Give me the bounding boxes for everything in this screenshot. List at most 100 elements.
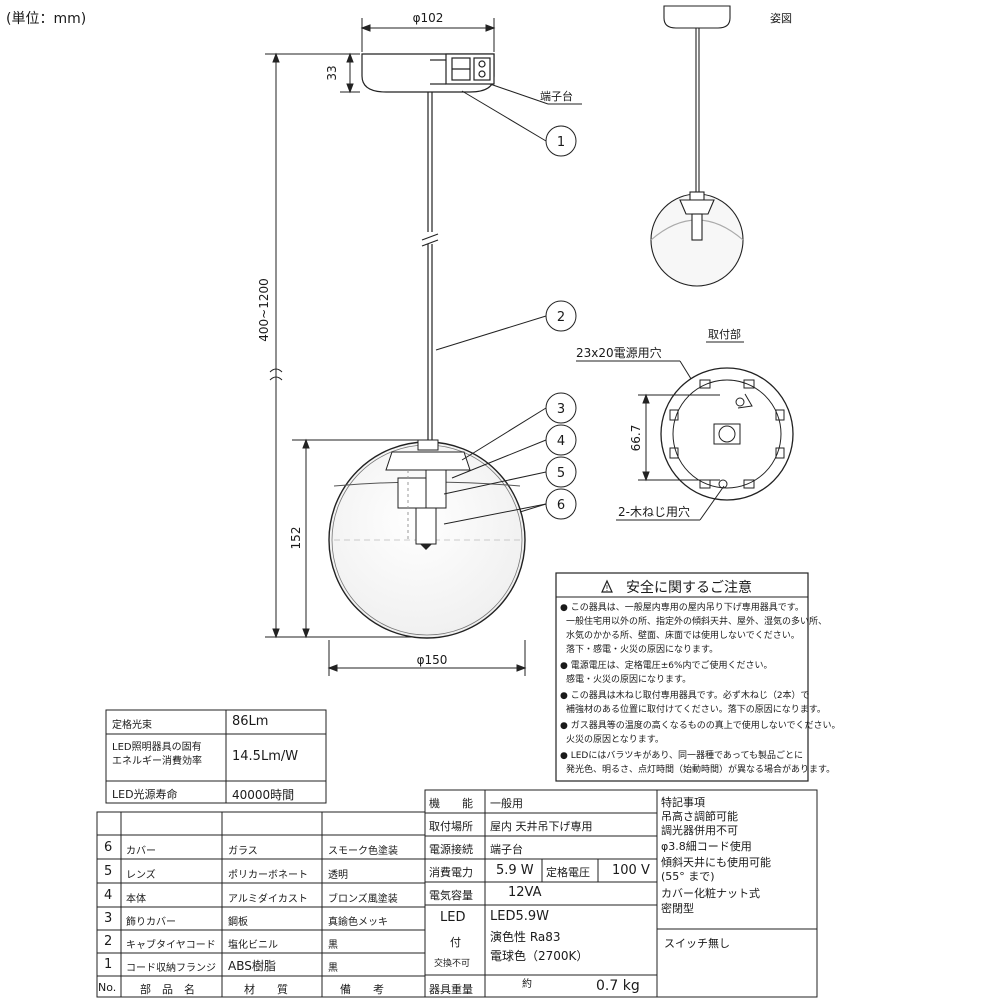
spec-led-color: 電球色（2700K） xyxy=(490,949,589,963)
parts-header-name: 部 品 名 xyxy=(140,983,195,996)
parts-row-no: 3 xyxy=(104,911,113,926)
mount-dim-label: 66.7 xyxy=(629,425,643,452)
parts-row-no: 6 xyxy=(104,840,113,855)
safety-line: 落下・感電・火災の原因になります。 xyxy=(566,645,719,655)
dim-shade-height-label: 152 xyxy=(289,527,303,550)
mount-view-title: 取付部 xyxy=(708,327,741,341)
parts-row-remarks: 黒 xyxy=(328,963,338,974)
spec-place-label: 取付場所 xyxy=(429,820,473,833)
safety-line: 一般住宅用以外の所、指定外の傾斜天井、屋外、湿気の多い所、 xyxy=(566,617,828,627)
special-note-line: 吊高さ調節可能 xyxy=(661,810,738,823)
parts-row-name: 飾りカバー xyxy=(126,917,176,928)
spec-led-cri: 演色性 Ra83 xyxy=(490,930,561,944)
safety-line: ● LEDにはバラツキがあり、同一器種であっても製品ごとに xyxy=(560,751,803,761)
spec-voltage-value: 100 V xyxy=(612,863,650,878)
spec-function-label: 機 能 xyxy=(429,797,473,810)
spec-weight-prefix: 約 xyxy=(522,979,532,990)
spec-weight-value: 0.7 kg xyxy=(596,978,640,994)
special-note-line: φ3.8細コード使用 xyxy=(661,840,752,853)
spec-led-sub2: 交換不可 xyxy=(434,959,471,969)
parts-row-remarks: 透明 xyxy=(328,870,348,881)
side-view-title: 姿図 xyxy=(770,12,792,25)
terminal-leader xyxy=(489,83,582,105)
safety-box xyxy=(555,572,809,782)
parts-header-remarks: 備 考 xyxy=(340,983,384,996)
dim-top-width xyxy=(360,18,496,52)
spec-capacity-label: 電気容量 xyxy=(429,889,473,902)
safety-line: 水気のかかる所、壁面、床面では使用しないでください。 xyxy=(566,631,800,641)
callout-2: 2 xyxy=(557,310,565,325)
perf-table-frame xyxy=(105,709,327,804)
spec-table-frame xyxy=(424,789,818,998)
parts-row-name: コード収納フランジ xyxy=(126,963,216,974)
safety-line: 補強材のある位置に取付けてください。落下の原因になります。 xyxy=(566,705,826,715)
dim-cord-length xyxy=(265,52,420,639)
dim-top-width-label: φ102 xyxy=(413,11,444,25)
special-note-line: カバー化粧ナット式 xyxy=(661,887,760,900)
parts-row-no: 5 xyxy=(104,864,113,879)
parts-row-material: 塩化ビニル xyxy=(228,940,278,951)
dim-shade-width xyxy=(327,640,527,676)
dim-canopy-height xyxy=(340,52,360,94)
special-note-line: 調光器併用不可 xyxy=(661,824,738,837)
parts-row-no: 4 xyxy=(104,888,113,903)
parts-row-remarks: ブロンズ風塗装 xyxy=(328,894,398,905)
perf-value: 86Lm xyxy=(232,714,269,729)
special-note-line: 傾斜天井にも使用可能 xyxy=(661,856,771,869)
parts-row-remarks: 真鍮色メッキ xyxy=(328,917,388,928)
parts-row-no: 2 xyxy=(104,934,113,949)
callout-leaders xyxy=(435,90,547,525)
special-note-line: (55° まで) xyxy=(661,870,715,883)
perf-label: 定格光束 xyxy=(112,720,152,731)
parts-row-name: キャブタイヤコード xyxy=(126,940,216,951)
globe-shade xyxy=(328,439,526,639)
safety-title: 安全に関するご注意 xyxy=(626,580,752,596)
safety-line: 火災の原因となります。 xyxy=(566,735,664,745)
parts-row-name: レンズ xyxy=(126,870,156,881)
perf-label: LED光源寿命 xyxy=(112,788,178,801)
callout-1: 1 xyxy=(557,135,565,150)
terminal-label: 端子台 xyxy=(540,89,573,103)
callout-6: 6 xyxy=(557,498,565,513)
spec-led-sub1: 付 xyxy=(450,936,461,949)
parts-row-material: ABS樹脂 xyxy=(228,959,276,973)
safety-line: ● この器具は、一般屋内専用の屋内吊り下げ専用器具です。 xyxy=(560,603,804,613)
callout-3: 3 xyxy=(557,402,565,417)
special-note-line: 密閉型 xyxy=(661,902,694,915)
perf-label: LED照明器具の固有 エネルギー消費効率 xyxy=(112,742,202,767)
parts-row-material: ガラス xyxy=(228,846,258,857)
special-notes-switch: スイッチ無し xyxy=(664,937,730,950)
safety-line: 発光色、明るさ、点灯時間（始動時間）が異なる場合があります。 xyxy=(566,765,836,775)
safety-line: ● 電源電圧は、定格電圧±6%内でご使用ください。 xyxy=(560,661,773,671)
parts-header-no: No. xyxy=(98,981,117,994)
callout-4: 4 xyxy=(557,434,565,449)
cord xyxy=(421,92,439,440)
unit-label: (単位：mm) xyxy=(6,11,87,27)
dim-cord-length-label: 400~1200 xyxy=(257,278,271,342)
mount-hole-label: 23x20電源用穴 xyxy=(576,345,662,360)
perf-value: 40000時間 xyxy=(232,788,295,802)
canopy xyxy=(361,53,495,93)
parts-row-remarks: 黒 xyxy=(328,940,338,951)
parts-row-no: 1 xyxy=(104,957,113,972)
svg-text:!: ! xyxy=(605,584,608,593)
spec-power-label: 電源接続 xyxy=(429,843,473,856)
safety-line: 感電・火災の原因になります。 xyxy=(566,675,692,685)
safety-line: ● この器具は木ねじ取付専用器具です。必ず木ねじ（2本）で xyxy=(560,691,810,701)
spec-led-value: LED5.9W xyxy=(490,909,549,924)
safety-line: ● ガス器具等の温度の高くなるものの真上で使用しないでください。 xyxy=(560,721,841,731)
parts-row-material: 鋼板 xyxy=(228,917,248,928)
spec-capacity-value: 12VA xyxy=(508,885,542,900)
spec-consumption-label: 消費電力 xyxy=(429,866,473,879)
spec-weight-label: 器具重量 xyxy=(429,983,473,996)
spec-power-value: 端子台 xyxy=(490,843,523,856)
spec-consumption-value: 5.9 W xyxy=(496,863,534,878)
parts-row-name: 本体 xyxy=(126,894,146,905)
mount-screw-label: 2-木ねじ用穴 xyxy=(618,504,690,519)
warning-icon: ! xyxy=(601,579,613,593)
parts-header-material: 材 質 xyxy=(244,983,288,996)
special-notes-title: 特記事項 xyxy=(661,796,705,809)
callout-circles xyxy=(545,125,577,520)
dim-canopy-height-label: 33 xyxy=(325,65,339,80)
